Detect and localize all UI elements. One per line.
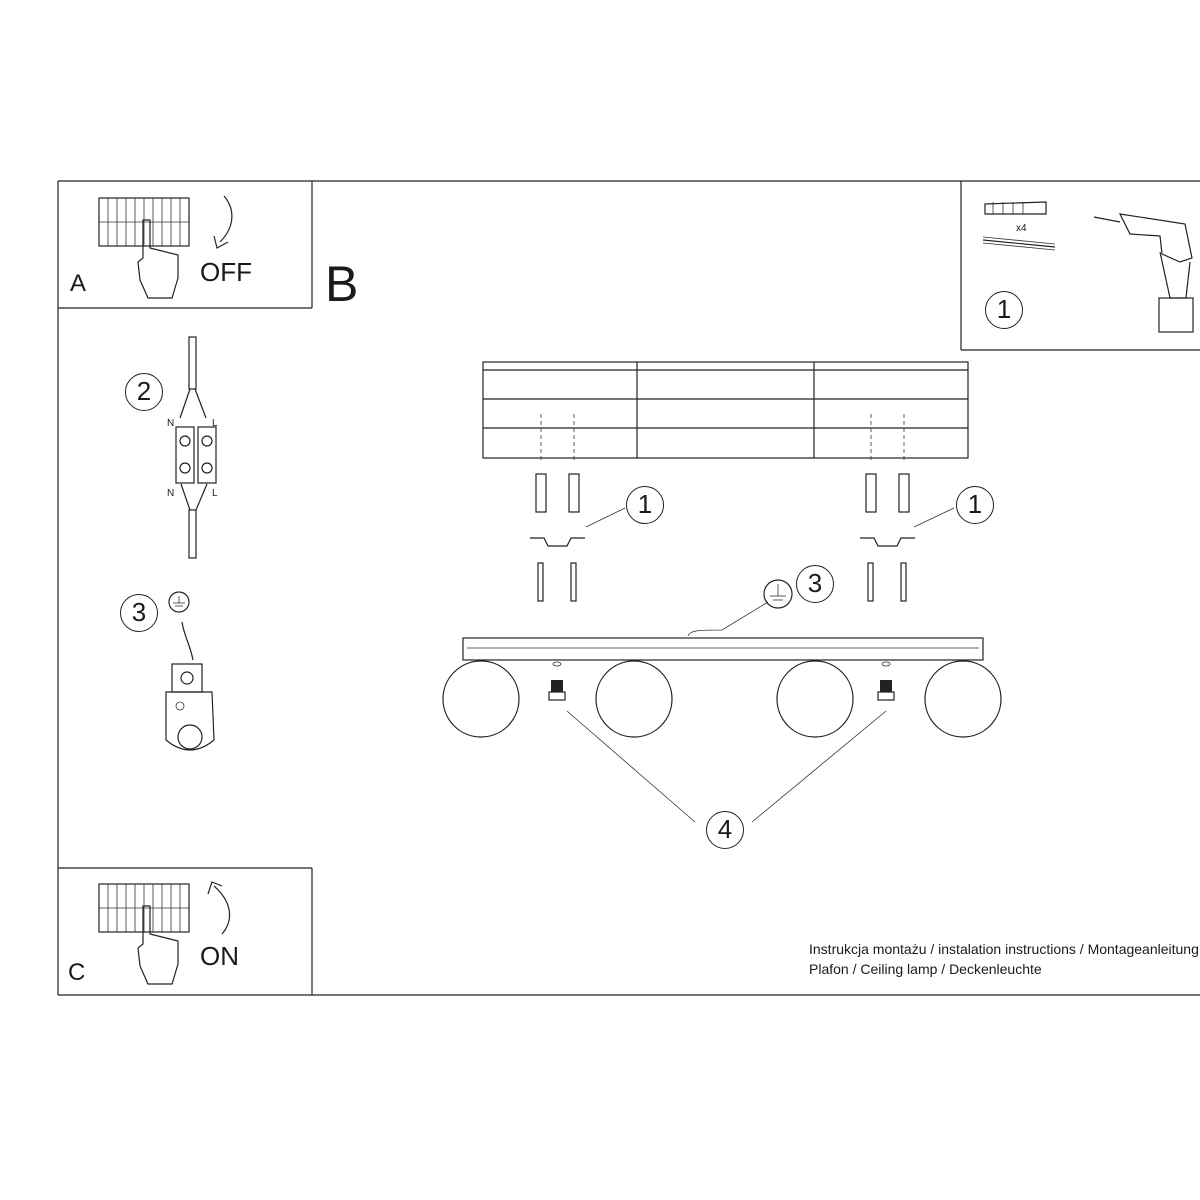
breaker-box-icon [98, 883, 190, 933]
decorative-nut-left [548, 661, 566, 701]
terminal-n-top: N [167, 418, 175, 429]
callout-mount-left: 1 [626, 486, 664, 524]
panel-b-label: B [325, 256, 359, 312]
terminal-l-bottom: L [212, 488, 218, 499]
drill-icon [1093, 213, 1194, 333]
callout-wiring-step: 2 [125, 373, 163, 411]
footer-title: Instrukcja montażu / instalation instruc… [809, 941, 1199, 957]
sheet-frame [57, 180, 1200, 996]
callout-earth-main: 3 [796, 565, 834, 603]
earth-wire-icon [181, 621, 194, 661]
globe-shade [442, 660, 520, 738]
earth-symbol-icon [168, 591, 190, 613]
power-on-label: ON [200, 941, 239, 971]
arrow-down-icon [213, 195, 233, 249]
wire-connector-icon [175, 336, 217, 559]
hardware-quantity: x4 [1016, 223, 1027, 234]
footer-subtitle: Plafon / Ceiling lamp / Deckenleuchte [809, 961, 1042, 977]
earth-symbol-icon [763, 579, 793, 609]
terminal-l-top: L [212, 418, 218, 429]
arrow-up-icon [207, 881, 231, 935]
globe-shade [595, 660, 673, 738]
earth-symbol-lines [770, 584, 786, 601]
mount-assembly-right [860, 414, 915, 602]
breaker-box-icon [98, 197, 190, 247]
globe-shade [776, 660, 854, 738]
terminal-n-bottom: N [167, 488, 175, 499]
lamp-bar [462, 637, 984, 661]
panel-a-label: A [70, 270, 87, 297]
screw-icon [982, 236, 1056, 251]
decorative-nut-right [877, 661, 895, 701]
callout-mount-right: 1 [956, 486, 994, 524]
callout-earth-step: 3 [120, 594, 158, 632]
panel-c-label: C [68, 959, 86, 986]
wall-plug-icon [984, 201, 1047, 215]
power-off-label: OFF [200, 257, 252, 287]
hand-icon [137, 905, 179, 985]
callout-hardware-step: 1 [985, 291, 1023, 329]
callout-nuts: 4 [706, 811, 744, 849]
earth-terminal-icon [165, 663, 215, 751]
ceiling-panel [482, 361, 969, 459]
mount-assembly-left [530, 414, 585, 602]
earth-symbol-lines [173, 596, 185, 607]
hand-icon [137, 219, 179, 299]
globe-shade [924, 660, 1002, 738]
